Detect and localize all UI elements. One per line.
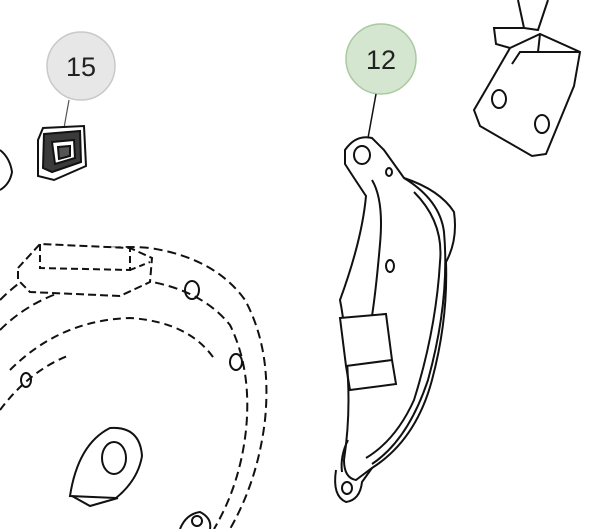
part-15-clip bbox=[37, 124, 88, 182]
callout-15-label: 15 bbox=[66, 52, 96, 82]
part-backing-plate bbox=[0, 242, 268, 529]
part-left-fragment bbox=[0, 149, 14, 191]
part-bracket bbox=[472, 0, 582, 158]
callout-12-label: 12 bbox=[366, 45, 396, 75]
callout-12-leader bbox=[367, 93, 377, 139]
callout-15-leader bbox=[63, 99, 70, 129]
callout-15[interactable]: 15 bbox=[46, 31, 116, 101]
callout-12[interactable]: 12 bbox=[345, 23, 417, 95]
part-12-brake-shoe bbox=[334, 136, 456, 504]
callout-15-circle bbox=[46, 31, 116, 101]
callout-12-circle bbox=[345, 23, 417, 95]
